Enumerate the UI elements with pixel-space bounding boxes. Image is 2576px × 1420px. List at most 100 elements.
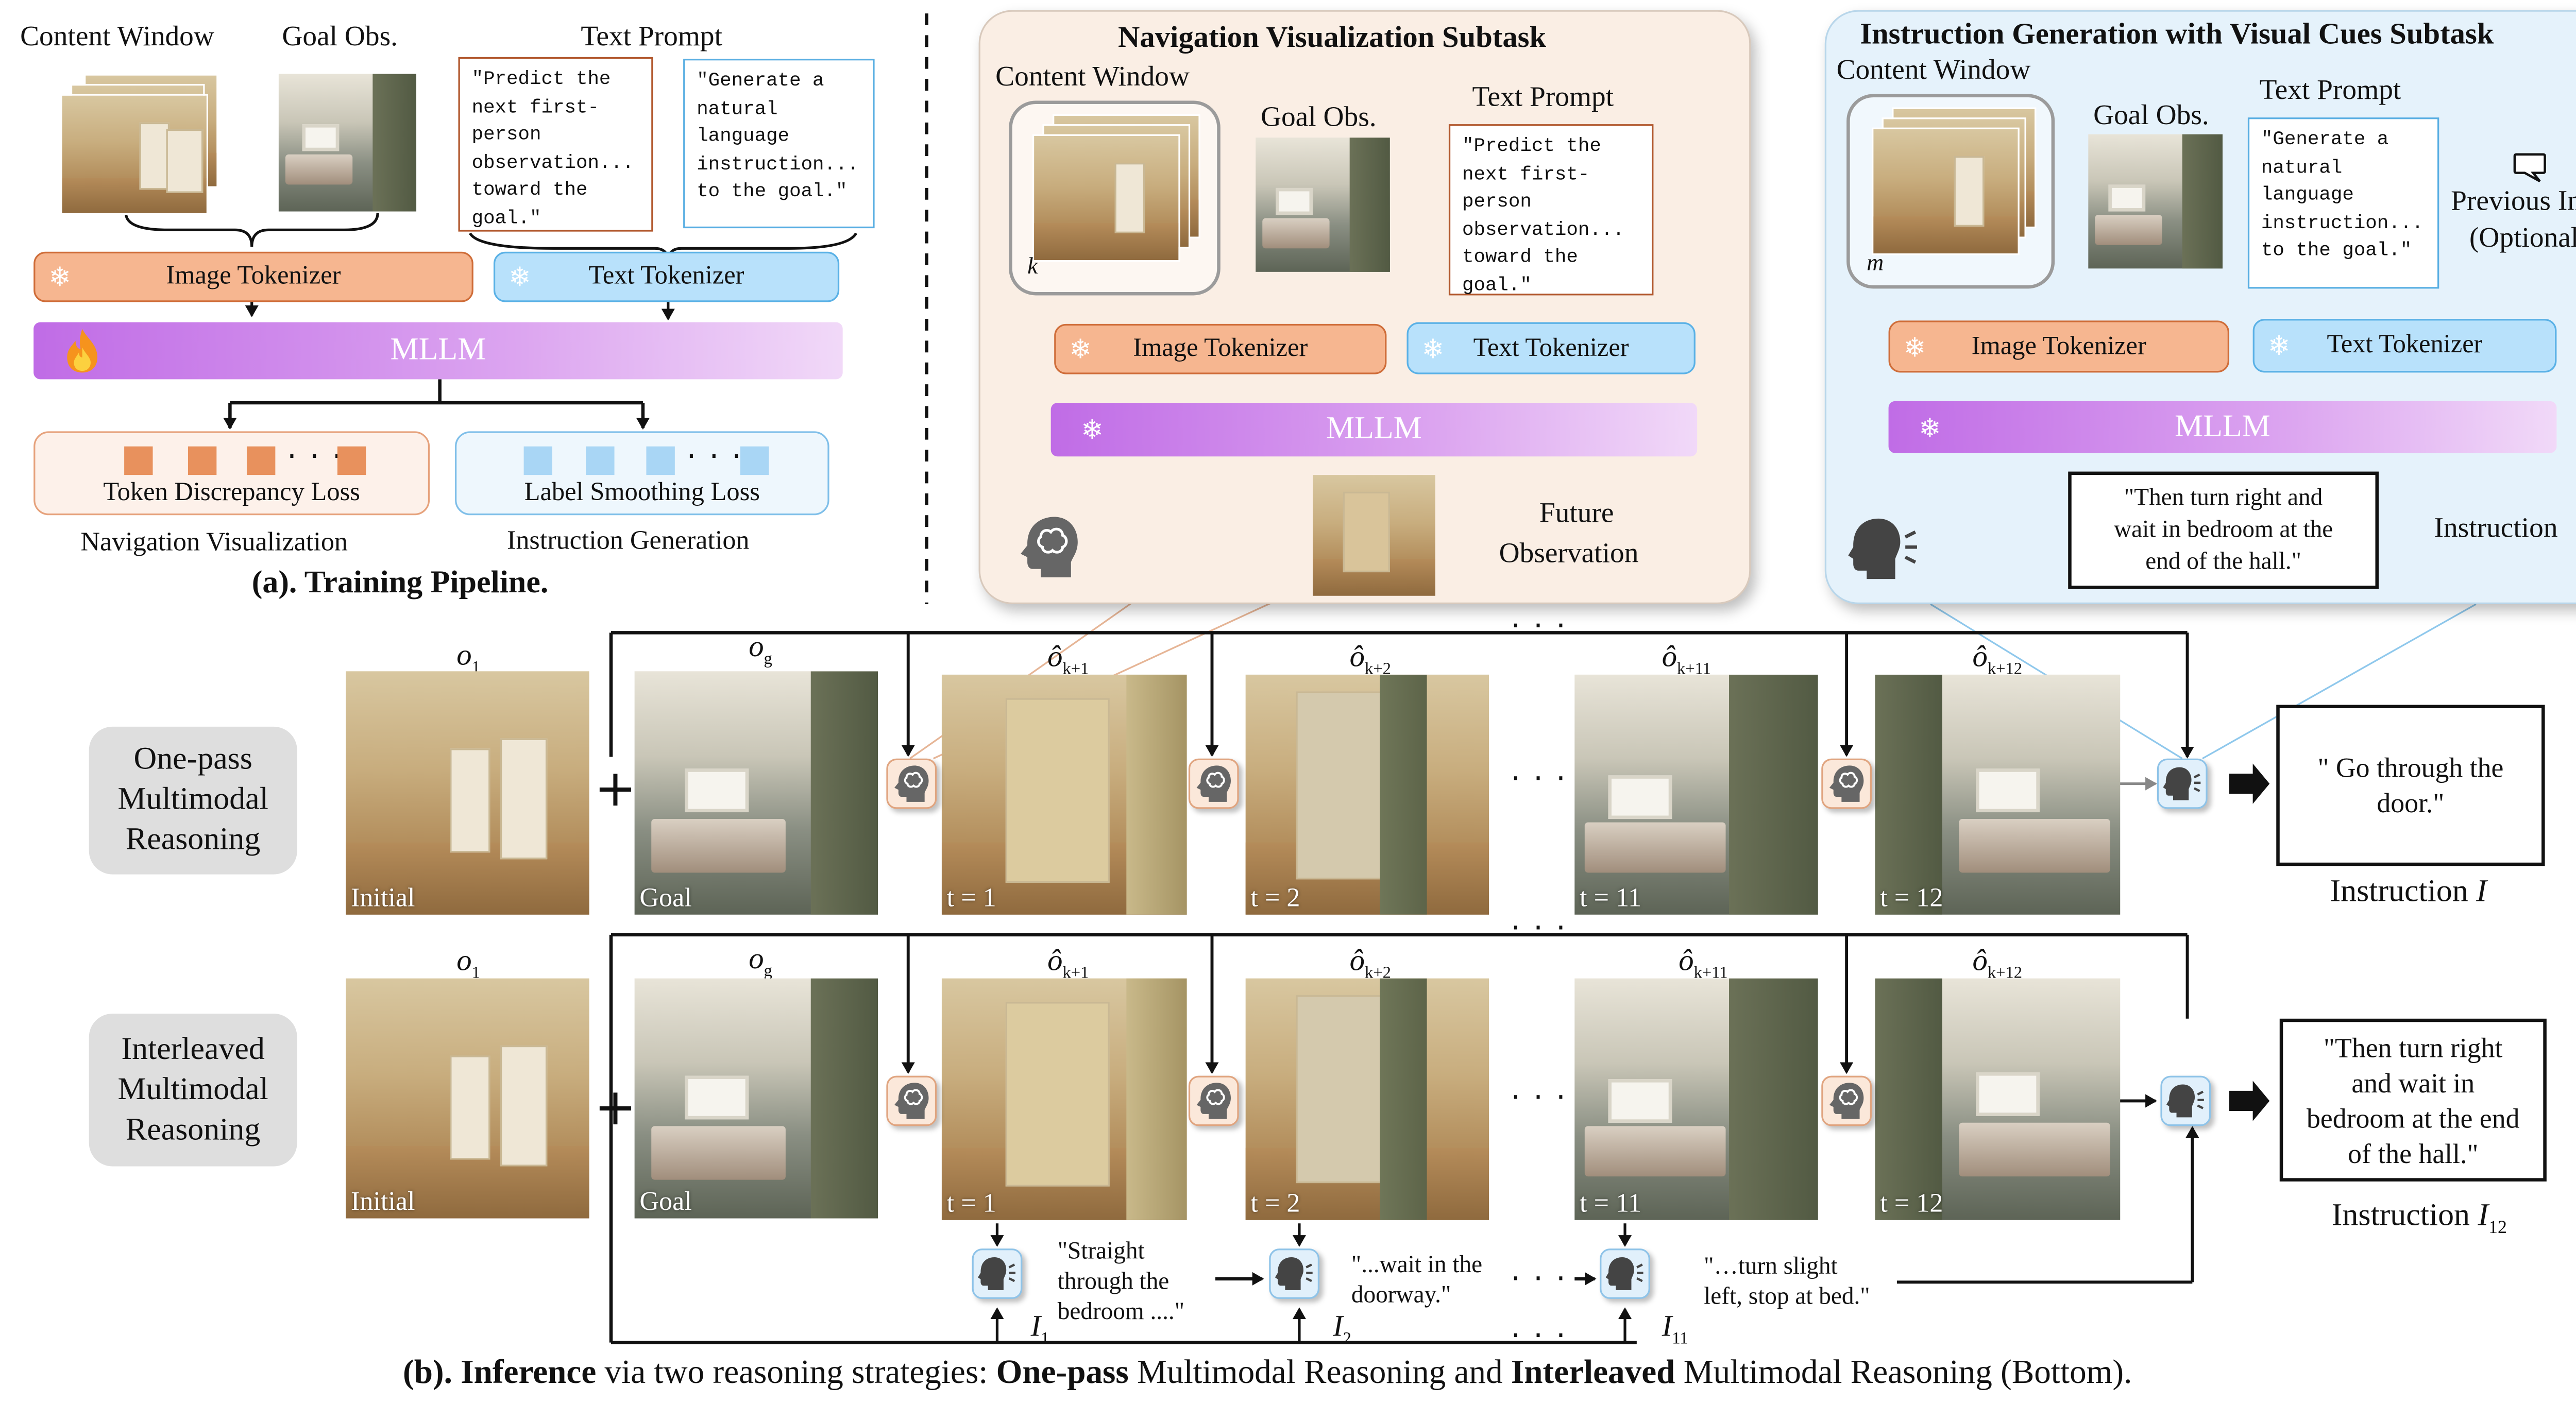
- training-content-frame: [60, 94, 209, 215]
- row2-goal-image: Goal: [634, 978, 878, 1219]
- row2-interim-ellipsis: · · ·: [1511, 1262, 1567, 1297]
- nav-goal-obs-label: Goal Obs.: [1260, 100, 1377, 133]
- nav-future-observation-image: [1312, 475, 1435, 596]
- interim-instruction-3: "…turn slight left, stop at bed.": [1704, 1253, 1870, 1311]
- ins-goal-image: [2088, 134, 2223, 269]
- row2-obs-goal-label: og: [749, 941, 772, 981]
- interim-label-3: I11: [1662, 1309, 1688, 1349]
- ins-image-tokenizer: ❄ Image Tokenizer: [1888, 320, 2230, 373]
- interim-instruction-1: "Straight through the bedroom ....": [1057, 1238, 1185, 1326]
- flame-icon: [67, 329, 97, 373]
- ins-panel-title: Instruction Generation with Visual Cues …: [1860, 16, 2494, 50]
- row2-pred-label-1: ôk+1: [1047, 943, 1089, 983]
- nav-content-window-label: Content Window: [995, 60, 1190, 93]
- token-discrepancy-loss-label: Token Discrepancy Loss: [103, 478, 360, 507]
- training-text-tokenizer: ❄ Text Tokenizer: [493, 251, 840, 302]
- nav-mllm: ❄ MLLM: [1050, 402, 1698, 457]
- nav-output-label-1: Future: [1539, 497, 1614, 529]
- training-content-window-label: Content Window: [20, 20, 214, 53]
- row2-pred-label-4: ôk+12: [1972, 943, 2023, 983]
- training-text-prompt-label: Text Prompt: [581, 20, 722, 53]
- row2-pred-label-2: ôk+2: [1349, 943, 1391, 983]
- row1-output-label: Instruction I: [2330, 874, 2487, 910]
- row2-output-label: Instruction I12: [2331, 1198, 2507, 1238]
- row1-brain-badge-2: [1188, 758, 1239, 809]
- nav-panel-title: Navigation Visualization Subtask: [1118, 20, 1547, 54]
- row2-initial-image: Initial: [346, 978, 589, 1219]
- row1-brain-badge-1: [886, 758, 937, 809]
- row2-pred-label-3: ôk+11: [1679, 943, 1728, 983]
- nav-content-frame: [1032, 134, 1180, 262]
- row1-goal-image: Goal: [634, 671, 878, 915]
- interim-instruction-2: "...wait in the doorway.": [1351, 1252, 1483, 1309]
- training-token-discrepancy-loss-box: · · · Token Discrepancy Loss: [33, 431, 430, 516]
- brain-head-icon: [1021, 517, 1078, 577]
- nav-goal-image: [1256, 138, 1390, 272]
- training-image-tokenizer: ❄ Image Tokenizer: [33, 251, 473, 302]
- row1-plus: +: [594, 760, 637, 819]
- nav-window-size-k: k: [1027, 255, 1038, 281]
- snowflake-icon: ❄: [2267, 330, 2291, 362]
- snowflake-icon: ❄: [509, 261, 531, 293]
- training-label-smoothing-loss-box: · · · Label Smoothing Loss: [454, 431, 829, 516]
- ins-prompt: "Generate a natural language instruction…: [2247, 117, 2439, 289]
- interim-speaker-badge-3: [1600, 1248, 1650, 1299]
- ins-prev-label-2: (Optional): [2469, 221, 2576, 254]
- snowflake-icon: ❄: [48, 261, 72, 293]
- row2-bottom-ellipsis: · · ·: [1511, 1319, 1567, 1355]
- row1-frame-ellipsis: · · ·: [1511, 762, 1567, 797]
- training-prompt-nav: "Predict the next first- person observat…: [458, 57, 653, 232]
- label-smoothing-loss-label: Label Smoothing Loss: [524, 478, 760, 507]
- row2-output-box: "Then turn right and wait in bedroom at …: [2279, 1018, 2547, 1182]
- row2-frame-t12: t = 12: [1875, 978, 2121, 1220]
- row2-bus-ellipsis: · · ·: [1511, 911, 1567, 947]
- row1-bus-ellipsis: · · ·: [1511, 609, 1567, 645]
- row2-brain-badge-2: [1188, 1075, 1239, 1126]
- row2-brain-badge-3: [1821, 1075, 1872, 1126]
- row1-frame-t2: t = 2: [1245, 674, 1489, 915]
- ins-mllm: ❄ MLLM: [1888, 401, 2557, 453]
- training-task-ins-label: Instruction Generation: [507, 527, 750, 556]
- nav-text-tokenizer: ❄ Text Tokenizer: [1406, 322, 1696, 374]
- ins-text-prompt-label: Text Prompt: [2259, 74, 2401, 106]
- nav-output-label-2: Observation: [1499, 537, 1639, 569]
- row1-pred-label-3: ôk+11: [1662, 639, 1711, 679]
- snowflake-icon: ❄: [1919, 411, 1941, 443]
- row2-plus: +: [594, 1079, 637, 1138]
- ins-text-tokenizer: ❄ Text Tokenizer: [2252, 319, 2557, 373]
- ins-window-size-m: m: [1867, 251, 1884, 277]
- interim-label-1: I1: [1030, 1309, 1049, 1349]
- row1-pred-label-2: ôk+2: [1349, 639, 1391, 679]
- row2-brain-badge-1: [886, 1075, 937, 1126]
- speaking-head-icon: [1848, 518, 1917, 579]
- inference-caption: (b). Inference via two reasoning strateg…: [402, 1354, 2132, 1392]
- row2-frame-t1: t = 1: [941, 978, 1187, 1220]
- ins-content-frame: [1872, 127, 2020, 255]
- interim-speaker-badge-1: [972, 1248, 1023, 1299]
- training-caption: (a). Training Pipeline.: [251, 566, 549, 601]
- training-prompt-ins: "Generate a natural language instruction…: [683, 59, 875, 229]
- snowflake-icon: ❄: [1421, 332, 1445, 365]
- snowflake-icon: ❄: [1081, 414, 1104, 446]
- ins-content-window-label: Content Window: [1836, 54, 2031, 86]
- row2-speaker-badge: [2160, 1075, 2211, 1126]
- row2-frame-t11: t = 11: [1574, 978, 1818, 1220]
- row1-frame-t12: t = 12: [1875, 674, 2121, 915]
- ins-output-box: "Then turn right and wait in bedroom at …: [2068, 471, 2379, 589]
- row1-brain-badge-3: [1821, 758, 1872, 809]
- row1-obs-goal-label: og: [749, 629, 772, 669]
- nav-prompt: "Predict the next first- person observat…: [1448, 124, 1654, 296]
- training-mllm: MLLM: [33, 322, 843, 380]
- speech-bubble-icon: [2513, 153, 2546, 182]
- ins-goal-obs-label: Goal Obs.: [2093, 99, 2209, 131]
- nav-image-tokenizer: ❄ Image Tokenizer: [1054, 323, 1387, 374]
- row1-frame-t11: t = 11: [1574, 674, 1818, 915]
- row2-frame-ellipsis: · · ·: [1511, 1081, 1567, 1116]
- row1-pred-label-1: ôk+1: [1047, 639, 1089, 679]
- interim-speaker-badge-2: [1269, 1248, 1320, 1299]
- ins-prev-label-1: Previous Ins.: [2451, 184, 2576, 217]
- row2-frame-t2: t = 2: [1245, 978, 1489, 1220]
- row1-frame-t1: t = 1: [941, 674, 1187, 915]
- snowflake-icon: ❄: [1903, 330, 1926, 363]
